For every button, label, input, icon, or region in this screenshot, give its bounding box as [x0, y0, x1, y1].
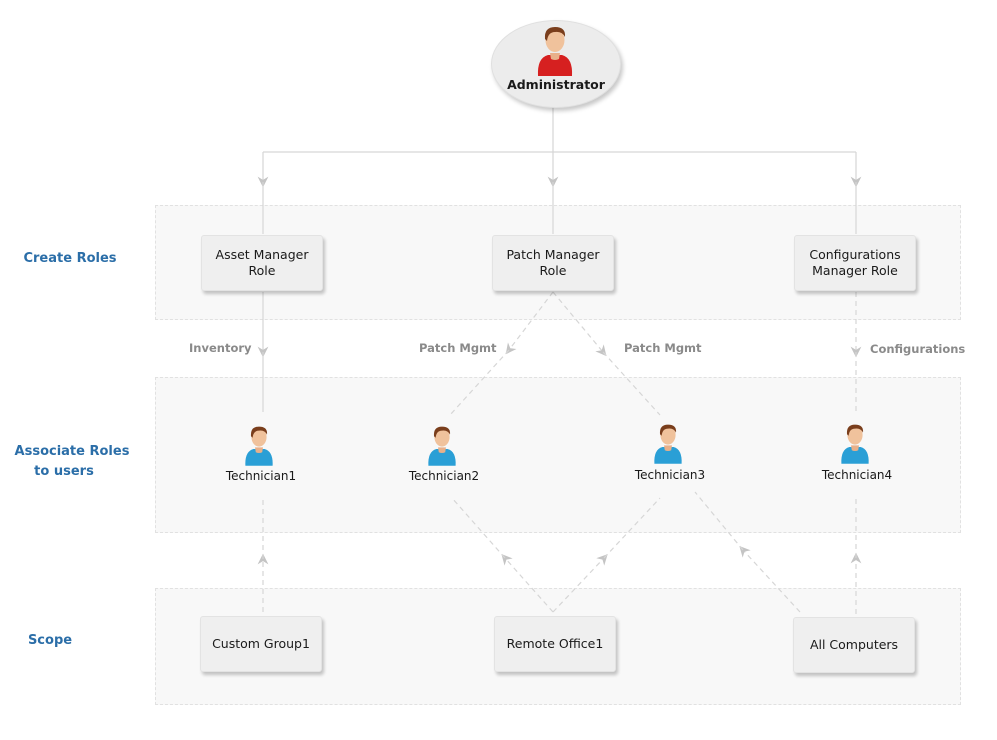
technician1-label: Technician1	[225, 469, 297, 483]
section-label-scope: Scope	[27, 633, 73, 648]
technician3-person-icon	[654, 424, 682, 464]
edge-label-patch-right: Patch Mgmt	[624, 341, 702, 355]
section-label-associate-roles: Associate Roles to users	[10, 442, 134, 482]
role-configurations-manager-line2: Manager Role	[812, 263, 898, 278]
administrator-label: Administrator	[507, 77, 605, 92]
role-asset-manager-line1: Asset Manager	[215, 247, 309, 262]
associate-roles-band	[155, 377, 961, 533]
scope-all-computers[interactable]: All Computers	[793, 617, 915, 673]
scope-all-computers-label: All Computers	[809, 637, 899, 652]
scope-remote-office1[interactable]: Remote Office1	[494, 616, 616, 672]
role-asset-manager-line2: Role	[248, 263, 276, 278]
edge-label-inventory: Inventory	[189, 341, 252, 355]
administrator-person-icon	[537, 27, 573, 76]
edge-label-patch-left: Patch Mgmt	[419, 341, 497, 355]
scope-remote-office1-label: Remote Office1	[506, 636, 604, 651]
technician4-person-icon	[841, 424, 869, 464]
role-configurations-manager-line1: Configurations	[809, 247, 901, 262]
technician2-person-icon	[428, 426, 456, 466]
technician3-label: Technician3	[634, 468, 706, 482]
section-label-associate-line1: Associate Roles	[14, 444, 130, 459]
section-label-associate-line2: to users	[34, 464, 94, 479]
scope-custom-group1[interactable]: Custom Group1	[200, 616, 322, 672]
technician1-person-icon	[245, 426, 273, 466]
scope-custom-group1-label: Custom Group1	[212, 636, 310, 651]
technician2-label: Technician2	[408, 469, 480, 483]
role-patch-manager-line1: Patch Manager	[506, 247, 600, 262]
role-patch-manager-line2: Role	[539, 263, 567, 278]
technician4-label: Technician4	[821, 468, 893, 482]
section-label-create-roles: Create Roles	[23, 251, 117, 266]
edge-label-configurations: Configurations	[870, 342, 966, 356]
